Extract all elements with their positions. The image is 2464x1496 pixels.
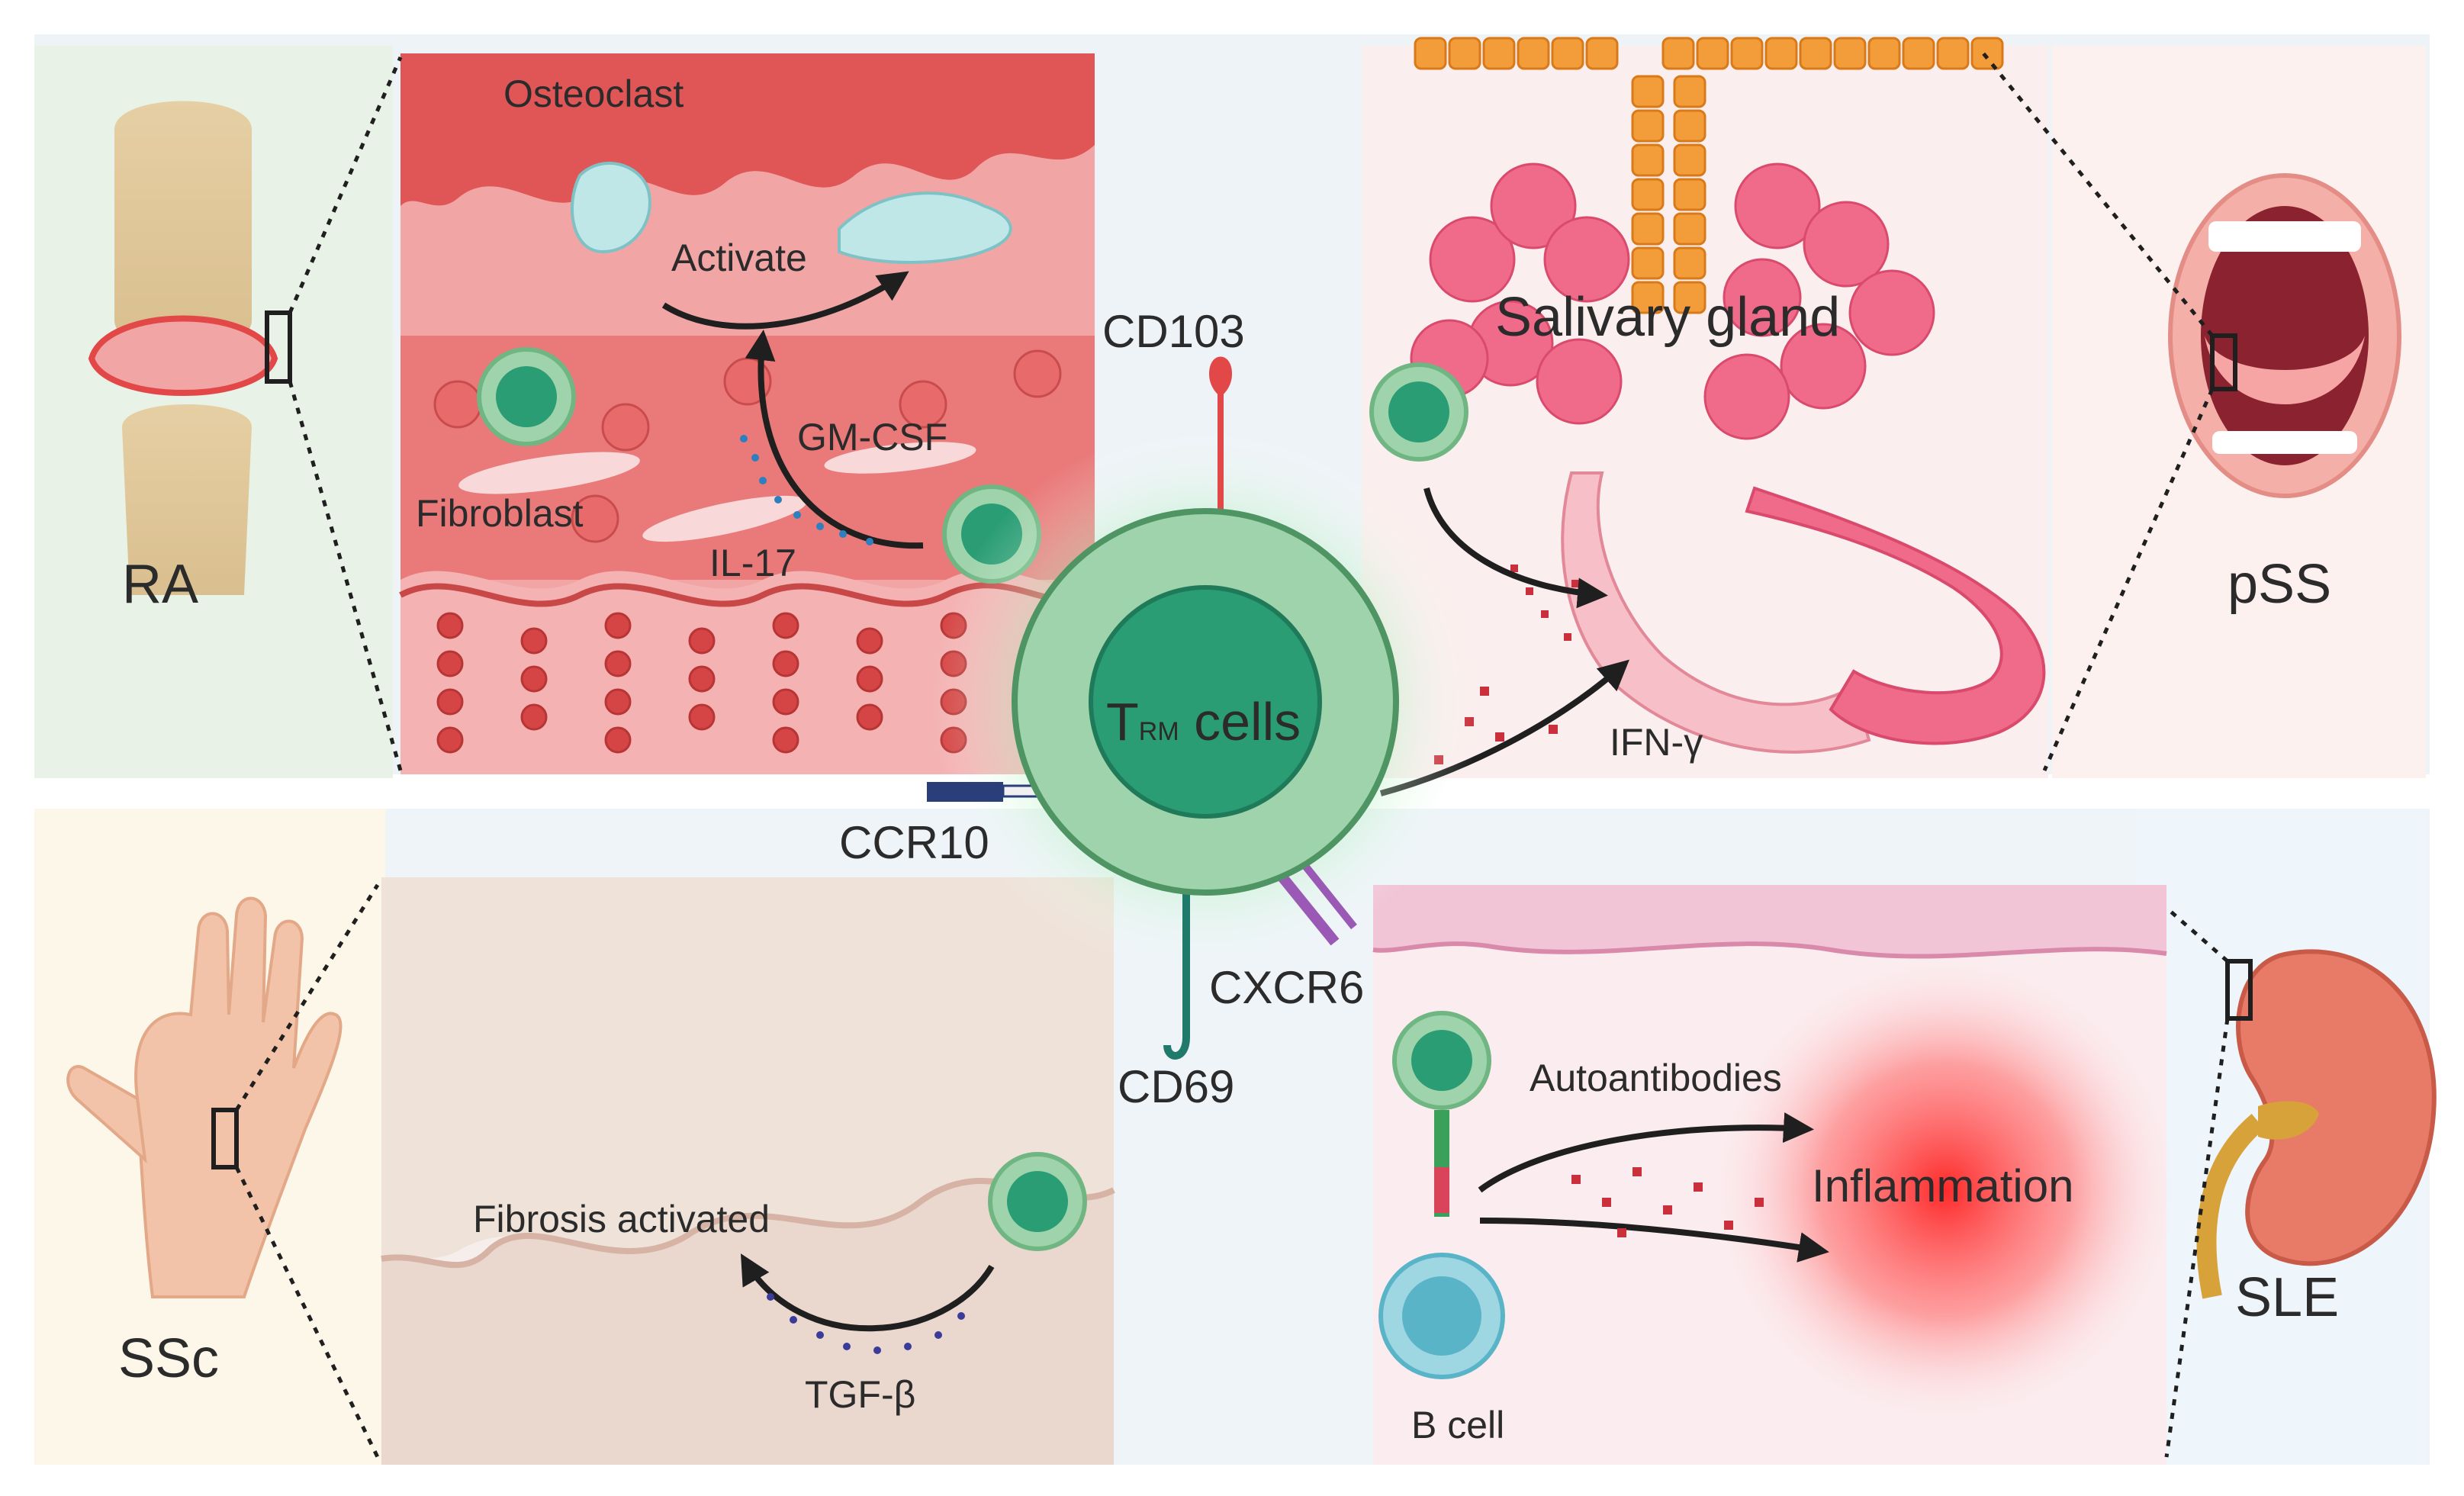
ifn-gamma-label: IFN-γ [1610,721,1703,764]
trm-title-sub: RM [1139,717,1179,746]
il-17-label: IL-17 [709,542,796,584]
salivary-gland-panel: Salivary gland IFN-γ [1362,37,2048,796]
activate-label: Activate [671,236,807,279]
gm-csf-label: GM-CSF [797,416,947,458]
cxcr6-label: CXCR6 [1209,962,1364,1013]
pss-disease-label: pSS [2228,554,2331,615]
ra-disease-label: RA [122,554,198,615]
salivary-gland-label: Salivary gland [1495,287,1840,348]
sle-kidney-tissue-panel: Autoantibodies Inflammation B cell [1372,885,2174,1465]
trm-cell: TRM cells [927,356,1480,1060]
hand-icon [66,896,343,1298]
tgf-beta-label: TGF-β [805,1373,915,1416]
ssc-disease-label: SSc [118,1328,219,1389]
trm-title-main: T [1106,692,1139,751]
ccr10-label: CCR10 [839,817,989,868]
svg-text:TRM cells: TRM cells [1106,692,1301,751]
knee-joint-icon [88,101,292,595]
sle-disease-label: SLE [2235,1267,2339,1328]
cd69-label: CD69 [1118,1061,1234,1112]
fibroblast-label: Fibroblast [416,492,584,535]
skin-fibrosis-panel: Fibrosis activated TGF-β [381,877,1115,1465]
inflammation-label: Inflammation [1812,1160,2073,1211]
autoantibodies-label: Autoantibodies [1530,1057,1782,1099]
mouth-icon [2168,173,2401,498]
osteoclast-label: Osteoclast [503,72,684,115]
b-cell-label: B cell [1411,1404,1504,1446]
trm-title-rest: cells [1179,692,1301,751]
kidney-icon [2196,949,2437,1299]
cd103-label: CD103 [1102,306,1245,357]
fibrosis-activated-label: Fibrosis activated [473,1198,770,1240]
